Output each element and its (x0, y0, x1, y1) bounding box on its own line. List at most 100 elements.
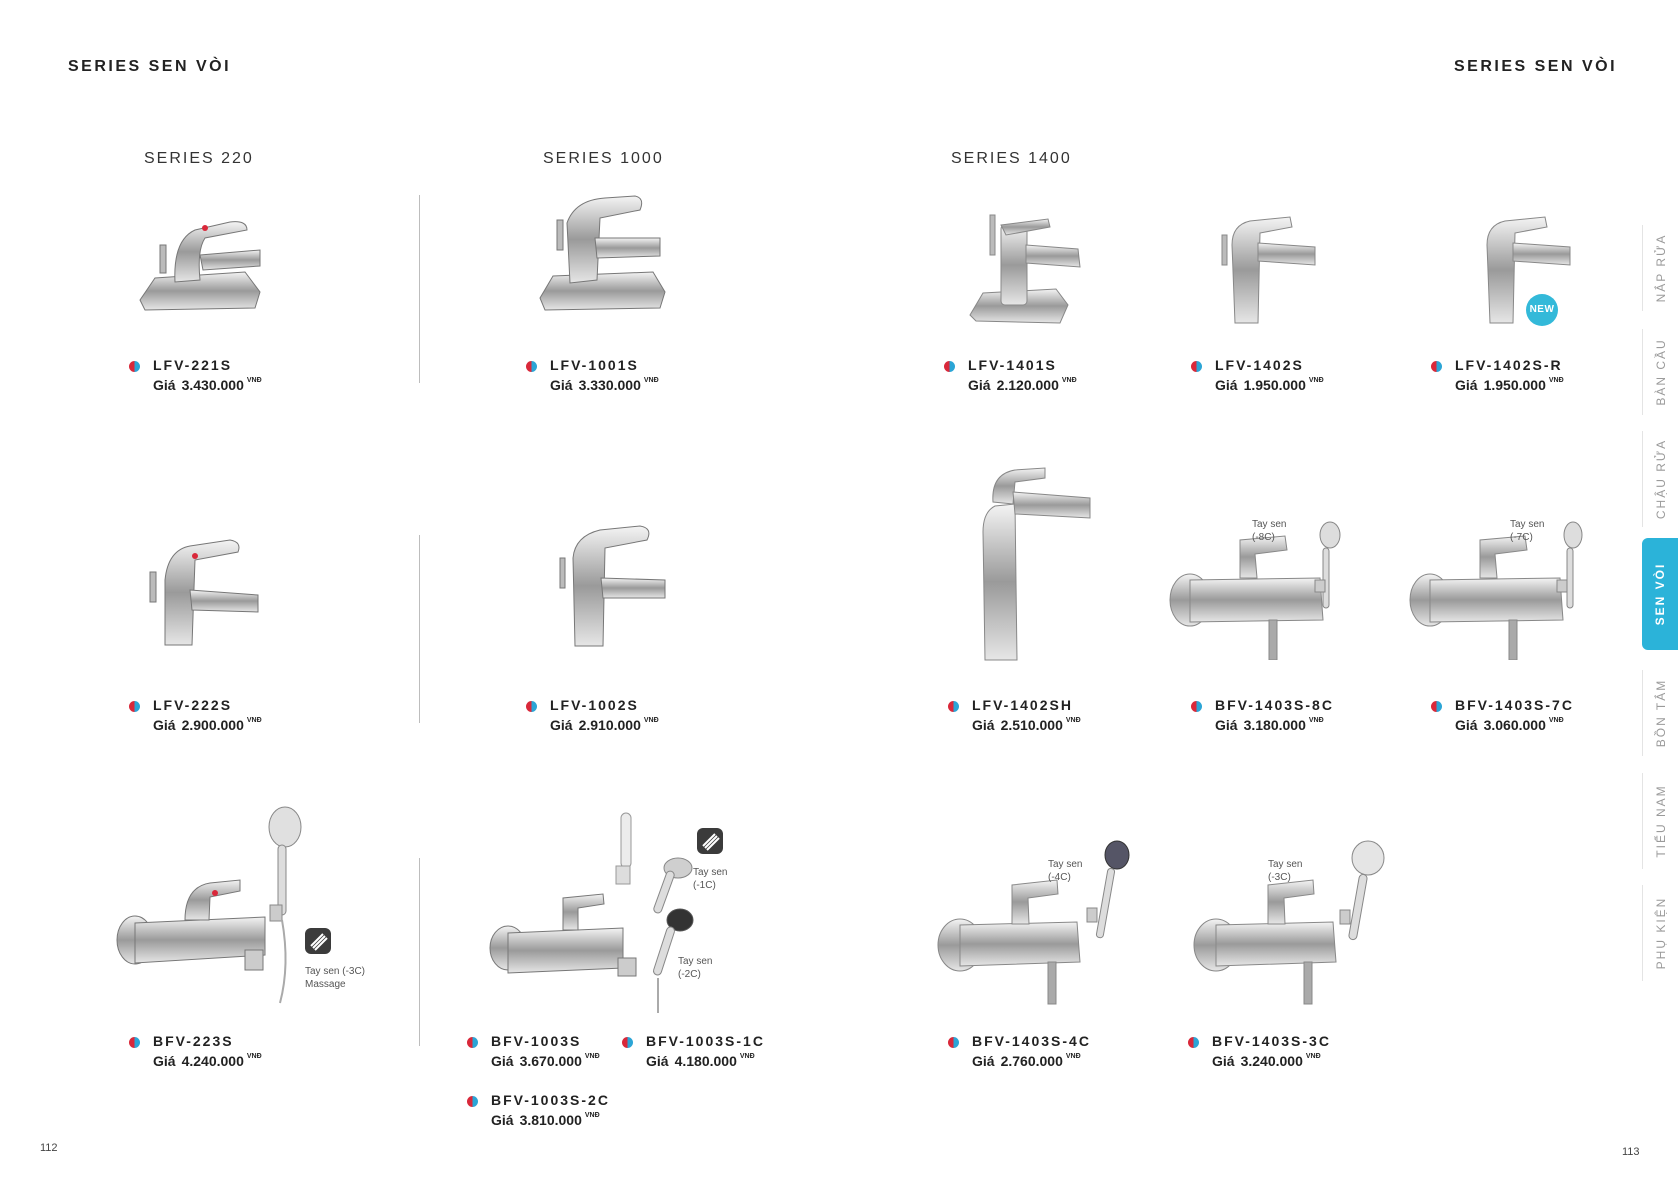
hot-cold-icon (1431, 701, 1442, 712)
column-divider (419, 195, 420, 383)
mixer-bfv-1003s-image (488, 808, 728, 1013)
product-code: LFV-1001S (550, 357, 639, 373)
hot-cold-icon (129, 1037, 140, 1048)
hot-cold-icon (526, 361, 537, 372)
hot-cold-icon (467, 1037, 478, 1048)
faucet-lfv-1001s-image (535, 188, 670, 313)
mixer-bfv-1403s-4c-image (932, 840, 1132, 1005)
product-code: LFV-221S (153, 357, 233, 373)
series-1000-label: SERIES 1000 (543, 150, 664, 167)
shower-7c-caption: Tay sen(-7C) (1510, 519, 1545, 543)
faucet-lfv-1002s-image (555, 518, 670, 648)
shower-2c-caption: Tay sen(-2C) (678, 956, 713, 980)
faucet-lfv-1402sh-image (975, 462, 1095, 662)
faucet-lfv-1402s-image (1220, 205, 1320, 325)
mixer-bfv-1403s-3c-image (1188, 840, 1388, 1005)
product-code: LFV-1402S (1215, 357, 1304, 373)
hot-cold-icon (622, 1037, 633, 1048)
product-code: LFV-1402SH (972, 697, 1073, 713)
tab-chau-rua[interactable]: CHẬU RỬA (1642, 431, 1678, 527)
massage-shower-icon (305, 928, 331, 954)
mixer-bfv-1403s-7c-image (1405, 520, 1585, 660)
shower-1c-caption: Tay sen(-1C) (693, 867, 728, 891)
page-number-left: 112 (40, 1142, 58, 1154)
hot-cold-icon (129, 361, 140, 372)
column-divider (419, 535, 420, 723)
left-page-title: SERIES SEN VÒI (68, 58, 232, 75)
tab-bon-tam[interactable]: BỒN TẮM (1642, 670, 1678, 756)
faucet-lfv-221s-image (135, 200, 265, 312)
hot-cold-icon (948, 1037, 959, 1048)
hot-cold-icon (526, 701, 537, 712)
product-code: BFV-1403S-7C (1455, 697, 1574, 713)
mixer-bfv-223s-image (115, 805, 315, 1005)
product-code: LFV-1002S (550, 697, 639, 713)
page-number-right: 113 (1622, 1146, 1640, 1158)
massage-shower-icon (697, 828, 723, 854)
mixer-bfv-1403s-8c-image (1165, 520, 1345, 660)
right-page-title: SERIES SEN VÒI (1454, 58, 1618, 75)
faucet-lfv-222s-image (140, 530, 260, 648)
shower-8c-caption: Tay sen(-8C) (1252, 519, 1287, 543)
column-divider (419, 858, 420, 1046)
tab-ban-cau[interactable]: BÀN CẦU (1642, 329, 1678, 415)
hot-cold-icon (1188, 1037, 1199, 1048)
product-code: LFV-1401S (968, 357, 1057, 373)
hot-cold-icon (129, 701, 140, 712)
tab-phu-kien[interactable]: PHỤ KIỆN (1642, 885, 1678, 981)
new-badge: NEW (1526, 294, 1558, 326)
shower-3c-massage-caption: Tay sen (-3C)Massage (305, 966, 366, 990)
product-code: BFV-1403S-8C (1215, 697, 1334, 713)
tab-sen-voi[interactable]: SEN VÒI (1642, 538, 1678, 650)
hot-cold-icon (948, 701, 959, 712)
product-code: LFV-222S (153, 697, 233, 713)
tab-tieu-nam[interactable]: TIỂU NAM (1642, 773, 1678, 869)
hot-cold-icon (1431, 361, 1442, 372)
hot-cold-icon (944, 361, 955, 372)
shower-3c-caption: Tay sen(-3C) (1268, 859, 1303, 883)
product-code: BFV-1003S (491, 1033, 582, 1049)
product-code: BFV-1403S-4C (972, 1033, 1091, 1049)
hot-cold-icon (1191, 701, 1202, 712)
hot-cold-icon (1191, 361, 1202, 372)
series-1400-label: SERIES 1400 (951, 150, 1072, 167)
tab-nap-rua[interactable]: NẮP RỬA (1642, 225, 1678, 311)
series-220-label: SERIES 220 (144, 150, 254, 167)
faucet-lfv-1401s-image (968, 205, 1083, 325)
product-code: BFV-1003S-2C (491, 1092, 610, 1108)
hot-cold-icon (467, 1096, 478, 1107)
product-code: BFV-1403S-3C (1212, 1033, 1331, 1049)
shower-4c-caption: Tay sen(-4C) (1048, 859, 1083, 883)
product-code: BFV-1003S-1C (646, 1033, 765, 1049)
